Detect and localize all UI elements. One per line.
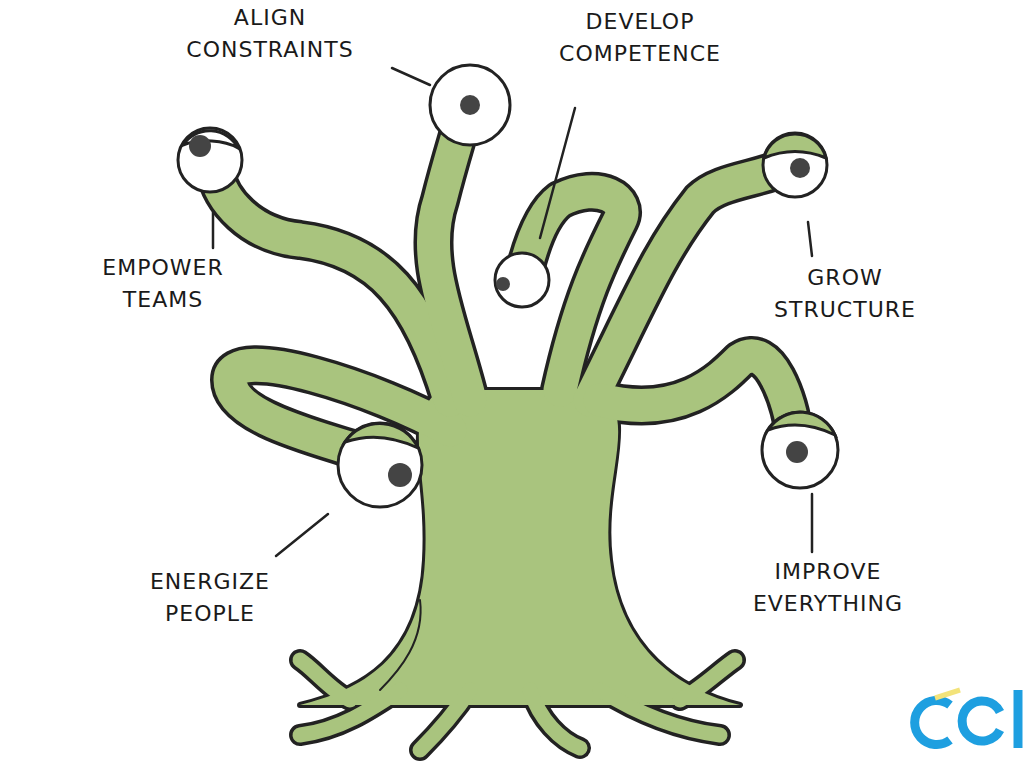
eye <box>338 423 422 507</box>
eye <box>762 412 838 488</box>
eye-label: DEVELOP COMPETENCE <box>535 6 745 70</box>
branch <box>230 365 450 455</box>
trunk <box>300 390 740 705</box>
root <box>300 660 350 700</box>
pupil <box>790 158 810 178</box>
eyes <box>178 65 838 507</box>
root <box>680 660 735 700</box>
pupil <box>189 135 211 157</box>
roots <box>300 660 735 750</box>
root <box>530 690 580 748</box>
branch <box>230 365 450 455</box>
logo-accent <box>935 690 960 698</box>
logo-arc <box>915 701 950 745</box>
pupil <box>786 441 808 463</box>
eyelid <box>345 423 418 448</box>
pupil <box>496 277 510 291</box>
root <box>420 690 470 750</box>
eye-label: ENERGIZE PEOPLE <box>120 566 300 630</box>
logo-arc <box>962 701 1000 741</box>
eye-label: ALIGN CONSTRAINTS <box>170 2 370 66</box>
eye <box>763 133 827 197</box>
leader-line <box>808 222 812 256</box>
branch <box>600 356 795 440</box>
eyelid <box>768 412 835 435</box>
eye <box>430 65 510 145</box>
trunk <box>300 390 740 705</box>
leader-line <box>212 212 215 248</box>
branch <box>600 356 795 440</box>
leader-lines <box>213 68 812 556</box>
pupil <box>388 463 412 487</box>
creature-outline <box>215 110 795 750</box>
leader-line <box>540 108 575 238</box>
eye-label: EMPOWER TEAMS <box>83 252 243 316</box>
trunk-crease <box>380 600 421 690</box>
eye <box>495 253 549 307</box>
branches <box>215 110 795 455</box>
branch <box>215 170 450 400</box>
root <box>600 690 720 735</box>
eye <box>178 128 242 192</box>
eyelid <box>764 134 826 158</box>
root <box>300 660 350 700</box>
root <box>680 660 735 700</box>
eye-label: IMPROVE EVERYTHING <box>723 556 933 620</box>
branch <box>433 110 470 400</box>
leader-line <box>811 494 814 552</box>
corner-logo <box>915 690 1018 748</box>
eye-label: GROW STRUCTURE <box>750 262 940 326</box>
logo-stem <box>1014 690 1023 748</box>
leader-line <box>276 514 328 556</box>
leader-line <box>392 68 430 85</box>
creature-fill <box>215 110 795 750</box>
pupil <box>460 95 480 115</box>
